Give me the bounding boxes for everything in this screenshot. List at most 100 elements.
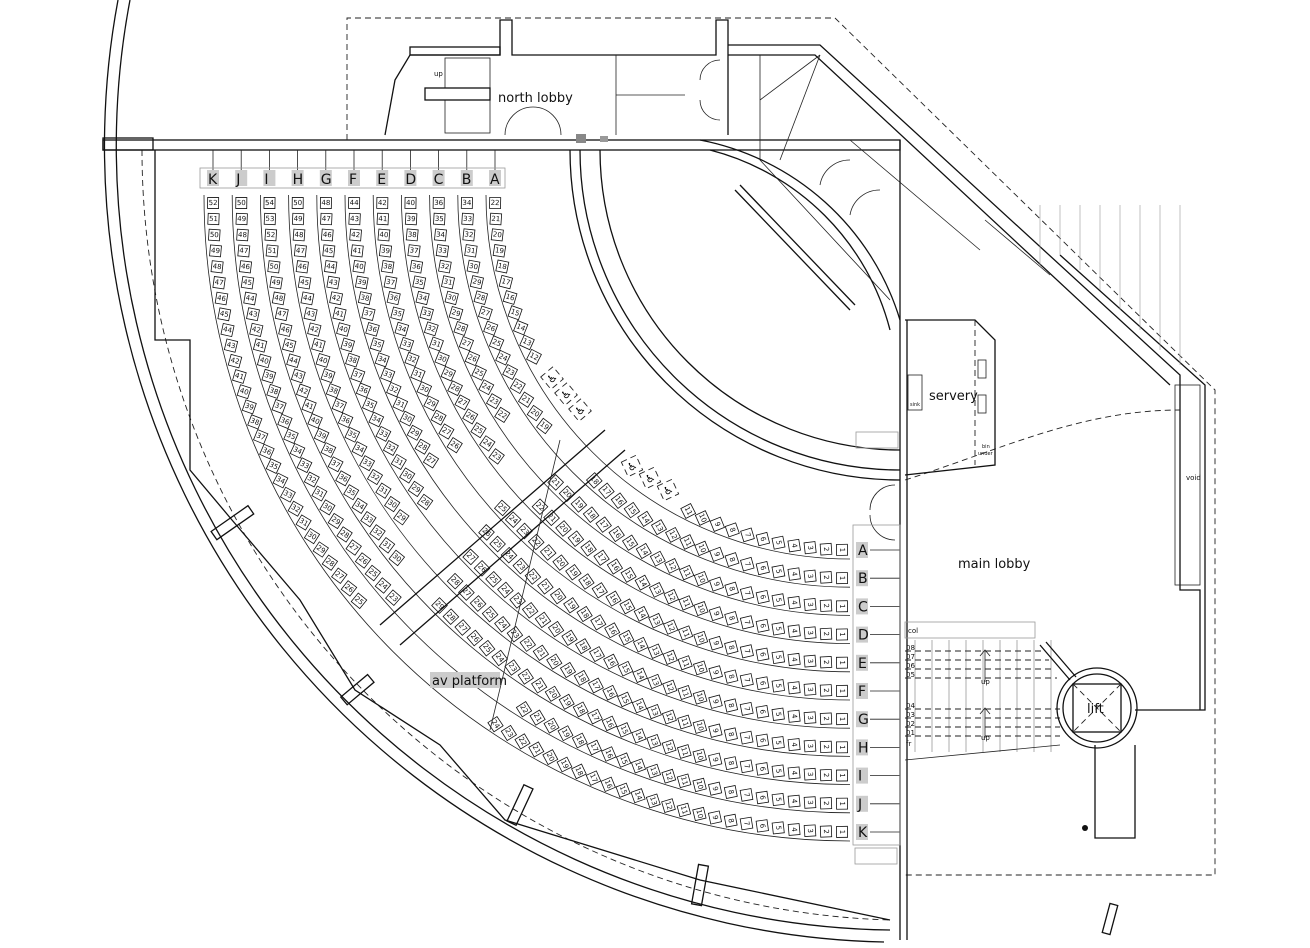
seat[interactable]: 37 xyxy=(327,456,344,473)
seat[interactable]: 7 xyxy=(739,701,754,716)
seat[interactable]: 26 xyxy=(446,437,463,454)
seat[interactable]: 18 xyxy=(585,472,603,489)
seat[interactable]: 41 xyxy=(311,337,326,353)
seat[interactable]: 28 xyxy=(430,409,447,426)
seat[interactable]: 5 xyxy=(771,707,785,721)
seat[interactable]: 18 xyxy=(575,638,592,655)
seat[interactable]: 34 xyxy=(351,441,368,458)
seat[interactable]: 3 xyxy=(803,739,817,753)
seat[interactable]: 20 xyxy=(558,485,576,503)
seat[interactable]: 2 xyxy=(819,684,833,697)
seat[interactable]: 13 xyxy=(646,703,662,720)
seat[interactable]: 35 xyxy=(369,337,385,353)
seat[interactable]: 37 xyxy=(331,397,348,414)
seat[interactable]: 15 xyxy=(617,691,633,708)
seat[interactable]: 34 xyxy=(289,442,306,459)
seat[interactable]: 25 xyxy=(350,592,368,610)
seat[interactable]: 5 xyxy=(771,679,785,693)
seat[interactable]: 49 xyxy=(291,212,305,226)
seat[interactable]: 14 xyxy=(631,728,647,744)
seat[interactable]: 22 xyxy=(515,701,533,718)
seat[interactable]: 9 xyxy=(708,694,723,709)
seat[interactable]: 28 xyxy=(414,438,431,455)
seat[interactable]: 2 xyxy=(819,712,833,725)
seat[interactable]: 30 xyxy=(303,527,321,545)
seat[interactable]: 17 xyxy=(585,770,602,786)
seat[interactable]: 18 xyxy=(578,573,595,590)
seat[interactable]: 25 xyxy=(485,570,502,588)
seat[interactable]: 27 xyxy=(422,452,440,469)
seat[interactable]: 14 xyxy=(630,788,646,804)
seat[interactable]: 40 xyxy=(377,228,391,242)
seat[interactable]: 11 xyxy=(676,773,692,789)
seat[interactable]: 37 xyxy=(271,398,287,415)
seat[interactable]: 26 xyxy=(469,595,487,612)
seat[interactable]: 24 xyxy=(478,379,495,396)
seat[interactable]: 31 xyxy=(410,366,426,383)
seat[interactable]: 1 xyxy=(836,713,848,726)
seat[interactable]: 41 xyxy=(301,398,317,414)
seat[interactable]: 43 xyxy=(326,275,341,290)
seat[interactable]: 12 xyxy=(663,588,680,605)
seat[interactable]: 23 xyxy=(488,448,505,465)
seat[interactable]: 21 xyxy=(537,578,554,595)
seat[interactable]: 27 xyxy=(345,539,362,556)
seat[interactable]: 18 xyxy=(576,605,593,623)
seat[interactable]: 23 xyxy=(512,557,530,575)
seat[interactable]: 29 xyxy=(440,365,457,382)
seat[interactable]: 35 xyxy=(390,306,405,321)
seat[interactable]: 10 xyxy=(692,660,708,676)
seat[interactable]: 16 xyxy=(610,492,628,509)
seat[interactable]: 15 xyxy=(621,534,639,551)
seat[interactable]: 28 xyxy=(416,493,434,511)
seat[interactable]: 35 xyxy=(361,397,378,413)
seat[interactable]: 4 xyxy=(787,738,801,752)
seat[interactable]: 13 xyxy=(646,733,662,750)
seat[interactable]: 30 xyxy=(399,467,416,484)
seat[interactable]: 35 xyxy=(344,426,361,443)
seat[interactable]: 34 xyxy=(368,411,385,428)
seat[interactable]: 11 xyxy=(677,655,693,671)
seat[interactable]: 28 xyxy=(442,608,460,626)
seat[interactable]: 19 xyxy=(558,693,575,710)
seat[interactable]: 36 xyxy=(335,470,352,487)
seat[interactable]: 16 xyxy=(600,776,616,792)
seat[interactable]: 9 xyxy=(709,576,724,592)
seat[interactable]: 24 xyxy=(374,577,392,594)
seat[interactable]: 6 xyxy=(755,531,771,547)
seat[interactable]: 23 xyxy=(485,393,503,410)
seat[interactable]: 20 xyxy=(555,520,572,537)
seat[interactable]: 9 xyxy=(707,810,723,825)
seat[interactable]: 24 xyxy=(479,435,496,452)
seat[interactable]: 15 xyxy=(616,722,632,738)
seat[interactable]: 5 xyxy=(771,535,786,550)
seat[interactable]: 21 xyxy=(532,644,550,661)
seat[interactable]: 25 xyxy=(489,535,506,553)
seat[interactable]: 14 xyxy=(632,667,648,684)
seat[interactable]: 26 xyxy=(473,559,491,577)
seat[interactable]: 6 xyxy=(755,733,770,748)
seat[interactable]: 11 xyxy=(676,744,692,759)
seat[interactable]: 31 xyxy=(428,336,444,352)
seat[interactable]: 33 xyxy=(296,457,313,474)
seat[interactable]: 12 xyxy=(526,348,542,365)
seat[interactable]: 31 xyxy=(311,485,328,502)
seat[interactable]: 52 xyxy=(207,197,220,209)
seat[interactable]: 31 xyxy=(390,453,407,470)
seat[interactable]: 16 xyxy=(602,684,619,701)
seat[interactable]: 17 xyxy=(595,516,612,533)
seat[interactable]: 19 xyxy=(559,661,577,679)
seat[interactable]: 33 xyxy=(461,212,474,226)
seat[interactable]: 2 xyxy=(819,656,833,669)
seat[interactable]: 37 xyxy=(350,367,366,383)
seat[interactable]: 31 xyxy=(392,396,409,413)
seat[interactable]: 25 xyxy=(493,499,511,517)
seat[interactable]: 7 xyxy=(739,730,754,745)
seat[interactable]: 28 xyxy=(446,572,464,590)
seat[interactable]: 24 xyxy=(504,511,522,529)
seat[interactable]: 47 xyxy=(320,212,333,226)
seat[interactable]: 6 xyxy=(755,819,769,833)
seat[interactable]: 10 xyxy=(694,510,711,526)
seat[interactable]: 17 xyxy=(587,708,603,725)
seat[interactable]: 18 xyxy=(571,732,588,749)
